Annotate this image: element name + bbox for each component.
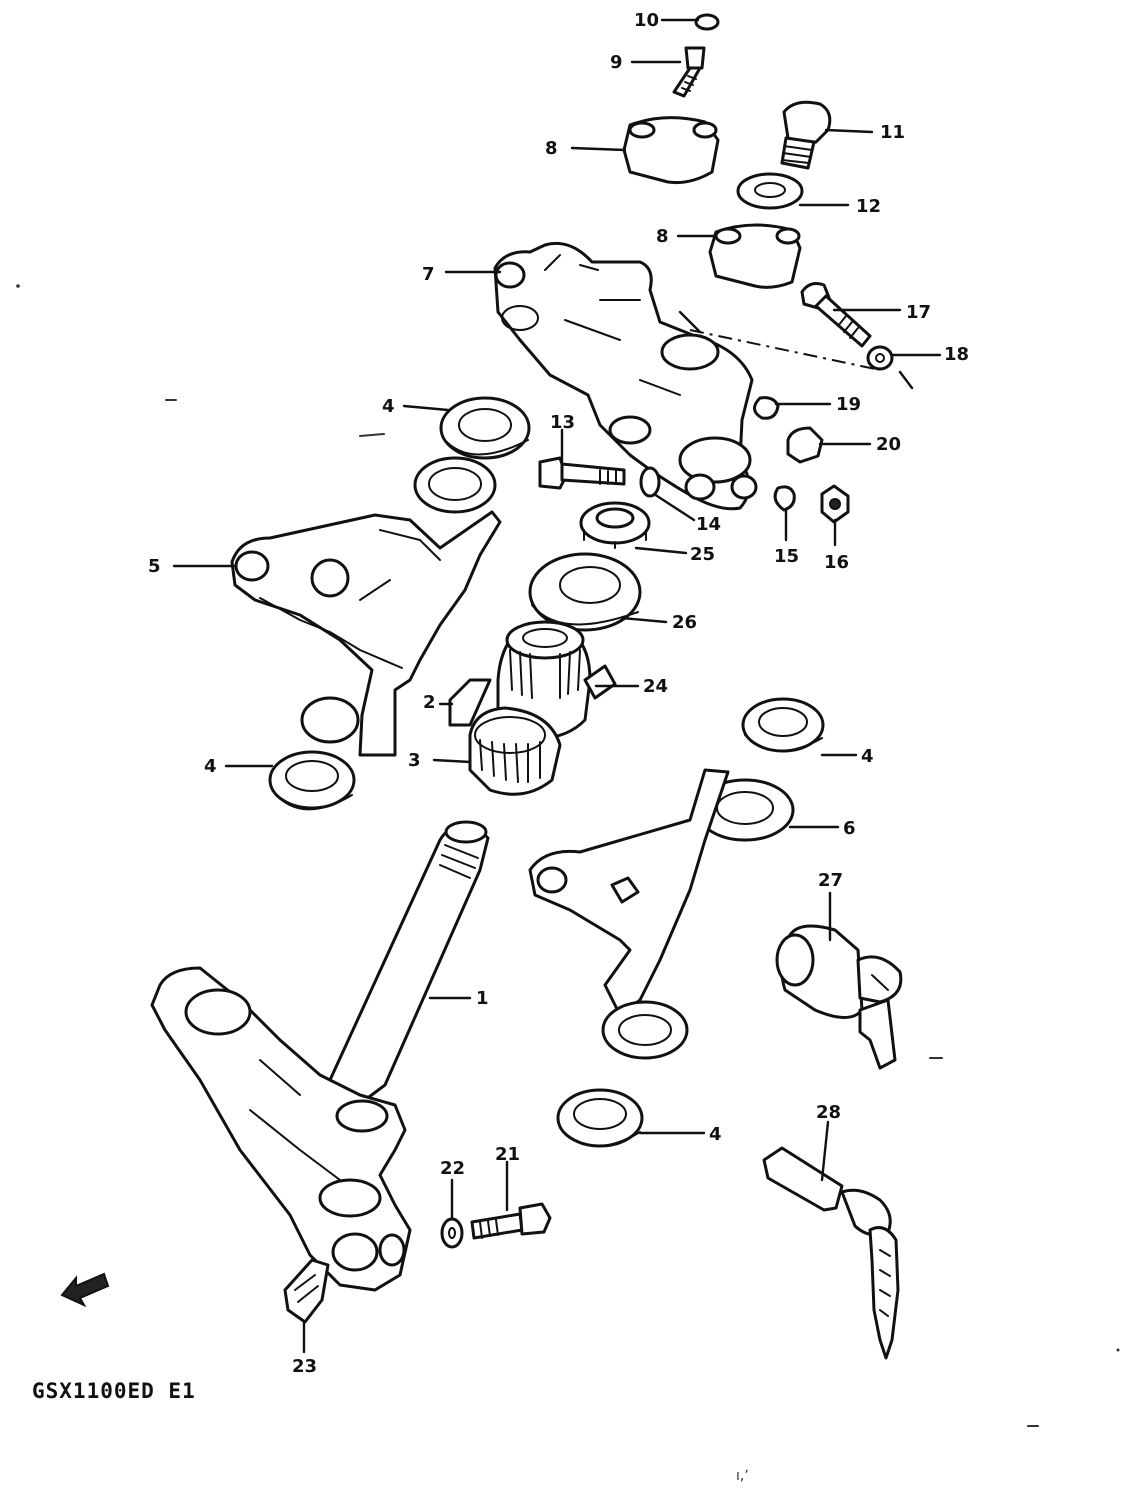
label-plate-24 xyxy=(583,664,617,700)
part-15-lock-washer xyxy=(773,485,796,512)
callout-14: 14 xyxy=(696,514,721,535)
callout-26: 26 xyxy=(672,612,697,633)
callout-23: 23 xyxy=(292,1356,317,1377)
callout-24: 24 xyxy=(643,676,668,697)
part-8-lower-clamp xyxy=(708,223,802,289)
part-4-dust-seal-upper xyxy=(439,396,531,460)
callout-8-upper: 8 xyxy=(545,138,558,159)
callout-4-left: 4 xyxy=(204,756,217,777)
callout-27: 27 xyxy=(818,870,843,891)
callout-19: 19 xyxy=(836,394,861,415)
callout-10: 10 xyxy=(634,10,659,31)
front-direction-arrow-icon xyxy=(60,1272,110,1308)
part-4-dust-seal-right xyxy=(741,697,825,753)
callout-8-lower: 8 xyxy=(656,226,669,247)
callout-25: 25 xyxy=(690,544,715,565)
callout-16: 16 xyxy=(824,552,849,573)
model-code-label: GSX1100ED E1 xyxy=(32,1379,196,1403)
callout-17: 17 xyxy=(906,302,931,323)
scan-specks xyxy=(16,284,1120,1427)
leader-lines xyxy=(172,18,942,1354)
part-14-washer xyxy=(639,466,661,498)
part-12-washer xyxy=(736,172,804,210)
label-plate-2 xyxy=(448,678,492,727)
part-17-bolt xyxy=(800,282,872,348)
part-2-24-bearing-assembly xyxy=(468,620,592,796)
callout-15: 15 xyxy=(774,546,799,567)
part-1-steering-stem xyxy=(150,820,490,1292)
part-27-ignition-lock xyxy=(775,924,903,1070)
assembly-guide-tick xyxy=(678,310,914,390)
part-4-dust-seal-left xyxy=(268,750,356,811)
callout-18: 18 xyxy=(944,344,969,365)
part-13-bolt xyxy=(538,456,626,490)
callout-9: 9 xyxy=(610,52,623,73)
callout-7: 7 xyxy=(422,264,435,285)
callout-11: 11 xyxy=(880,122,905,143)
assembly-guide-line xyxy=(689,329,881,371)
callout-4-right: 4 xyxy=(861,746,874,767)
part-19-lock-washer xyxy=(753,396,780,420)
callout-13: 13 xyxy=(550,412,575,433)
part-16-nut xyxy=(820,484,850,524)
part-4-dust-seal-bottom xyxy=(556,1088,644,1148)
part-5-headlight-bracket xyxy=(230,456,502,757)
callout-5: 5 xyxy=(148,556,161,577)
part-9-bolt xyxy=(672,46,706,98)
part-21-bolt xyxy=(470,1202,552,1240)
callout-numbers: 10 9 8 11 12 8 7 17 18 4 19 13 20 14 15 … xyxy=(148,10,969,1377)
callout-2: 2 xyxy=(423,692,436,713)
part-18-washer xyxy=(866,345,894,371)
callout-4-upper: 4 xyxy=(382,396,395,417)
part-20-cap-nut xyxy=(786,426,824,464)
callout-4-bottom: 4 xyxy=(709,1124,722,1145)
part-8-upper-clamp xyxy=(622,116,720,184)
callout-6: 6 xyxy=(843,818,856,839)
callout-12: 12 xyxy=(856,196,881,217)
callout-3: 3 xyxy=(408,750,421,771)
callout-22: 22 xyxy=(440,1158,465,1179)
part-28-key-cylinder xyxy=(762,1146,900,1360)
part-7-upper-bracket xyxy=(493,241,758,511)
part-23-clip xyxy=(283,1258,330,1324)
part-11-cap-bolt xyxy=(780,100,832,170)
stray-scan-mark: ı,ʼ xyxy=(736,1468,749,1484)
callout-28: 28 xyxy=(816,1102,841,1123)
part-22-washer xyxy=(440,1217,464,1249)
part-10-cap xyxy=(694,13,720,31)
callout-20: 20 xyxy=(876,434,901,455)
part-6-lower-bracket xyxy=(528,768,795,1060)
part-25-steering-nut xyxy=(579,501,651,549)
callout-1: 1 xyxy=(476,988,489,1009)
callout-21: 21 xyxy=(495,1144,520,1165)
